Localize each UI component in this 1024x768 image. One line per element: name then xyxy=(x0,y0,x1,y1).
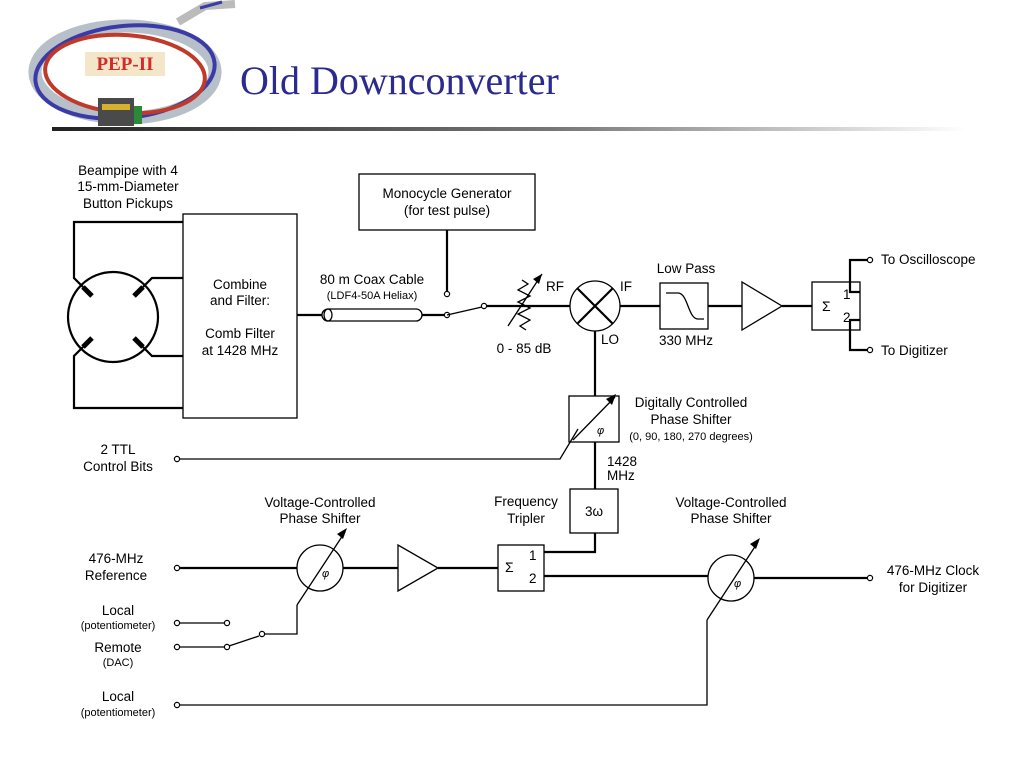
monocycle-label: Monocycle Generator xyxy=(382,186,512,201)
digital-ps-label-1: Digitally Controlled xyxy=(635,395,748,410)
title-underline xyxy=(52,127,967,131)
vcps-left-phi: φ xyxy=(322,568,329,580)
vcps-left-label-2: Phase Shifter xyxy=(279,511,361,526)
lowpass-label-bottom: 330 MHz xyxy=(659,333,713,348)
pep-ii-logo: PEP-II xyxy=(28,0,236,126)
mixer: RF IF LO xyxy=(546,279,632,347)
digital-ps-phi: φ xyxy=(597,425,604,437)
mixer-if-label: IF xyxy=(620,279,632,294)
beampipe: Beampipe with 4 15-mm-Diameter Button Pi… xyxy=(66,163,183,410)
lowpass-label-top: Low Pass xyxy=(657,261,716,276)
remote-sublabel: (DAC) xyxy=(103,657,134,669)
monocycle-generator: Monocycle Generator (for test pulse) xyxy=(358,173,536,298)
local1-sublabel: (potentiometer) xyxy=(81,620,156,632)
tripler-label-2: Tripler xyxy=(507,511,545,526)
beampipe-label-line2: 15-mm-Diameter xyxy=(77,179,179,194)
if-amplifier xyxy=(708,280,812,332)
variable-attenuator: 0 - 85 dB xyxy=(497,273,552,356)
test-pulse-switch xyxy=(446,302,570,316)
coax-sublabel: (LDF4-50A Heliax) xyxy=(327,290,417,302)
splitter2-port1: 1 xyxy=(529,548,537,563)
splitter2-sum: Σ xyxy=(505,559,514,575)
vcps-right-label-1: Voltage-Controlled xyxy=(675,495,786,510)
reference-input: 476-MHz Reference xyxy=(85,551,297,583)
attenuator-label: 0 - 85 dB xyxy=(497,341,552,356)
to-digitizer-label: To Digitizer xyxy=(881,343,948,358)
monocycle-sublabel: (for test pulse) xyxy=(404,203,490,218)
vcps-right-label-2: Phase Shifter xyxy=(690,511,772,526)
combine-label-4: at 1428 MHz xyxy=(202,343,279,358)
frequency-tripler: 3ω Frequency Tripler xyxy=(494,488,619,554)
combine-label-3: Comb Filter xyxy=(205,326,275,341)
local-remote-control: Local (potentiometer) Remote (DAC) Local… xyxy=(81,603,708,719)
ttl-label-1: 2 TTL xyxy=(100,442,136,457)
clock-out-label-2: for Digitizer xyxy=(899,580,968,595)
to-oscilloscope-label: To Oscilloscope xyxy=(881,252,976,267)
coax-label: 80 m Coax Cable xyxy=(320,272,424,287)
output-splitter: Σ 1 2 To Oscilloscope To Digitizer xyxy=(811,252,976,358)
beampipe-label-line3: Button Pickups xyxy=(83,196,173,211)
mixer-rf-label: RF xyxy=(546,279,564,294)
ref-label-2: Reference xyxy=(85,568,147,583)
tripler-label-1: Frequency xyxy=(494,494,558,509)
page-title: Old Downconverter xyxy=(240,58,559,103)
tripler-box-label: 3ω xyxy=(585,504,603,519)
freq-mhz-label: MHz xyxy=(607,468,635,483)
combine-label-2: and Filter: xyxy=(210,293,270,308)
coax-cable: 80 m Coax Cable (LDF4-50A Heliax) xyxy=(297,272,451,322)
digital-ps-label-3: (0, 90, 180, 270 degrees) xyxy=(629,431,753,443)
ref-splitter: Σ 1 2 xyxy=(497,544,708,592)
ttl-control: 2 TTL Control Bits xyxy=(83,428,579,474)
splitter1-port1: 1 xyxy=(843,287,851,302)
beampipe-label-line1: Beampipe with 4 xyxy=(78,163,178,178)
low-pass-filter: Low Pass 330 MHz xyxy=(620,261,716,348)
clock-out-label-1: 476-MHz Clock xyxy=(887,563,980,578)
ref-amplifier xyxy=(397,543,498,593)
logo-text: PEP-II xyxy=(97,54,154,75)
ref-label-1: 476-MHz xyxy=(89,551,144,566)
vcps-left: φ Voltage-Controlled Phase Shifter xyxy=(264,495,398,606)
combine-label-1: Combine xyxy=(213,277,267,292)
splitter1-port2: 2 xyxy=(843,310,851,325)
vcps-right: φ Voltage-Controlled Phase Shifter 476-M… xyxy=(675,495,980,621)
combine-filter-block: Combine and Filter: Comb Filter at 1428 … xyxy=(182,213,298,419)
local2-sublabel: (potentiometer) xyxy=(81,707,156,719)
digital-phase-shifter: φ Digitally Controlled Phase Shifter (0,… xyxy=(568,331,753,489)
remote-label: Remote xyxy=(94,640,141,655)
freq-1428-label: 1428 xyxy=(607,454,637,469)
local1-label: Local xyxy=(102,603,134,618)
vcps-right-phi: φ xyxy=(734,578,741,590)
vcps-left-label-1: Voltage-Controlled xyxy=(264,495,375,510)
digital-ps-label-2: Phase Shifter xyxy=(650,412,732,427)
splitter1-sum: Σ xyxy=(822,298,831,314)
mixer-lo-label: LO xyxy=(601,332,619,347)
ttl-label-2: Control Bits xyxy=(83,459,153,474)
splitter2-port2: 2 xyxy=(529,571,537,586)
local2-label: Local xyxy=(102,689,134,704)
